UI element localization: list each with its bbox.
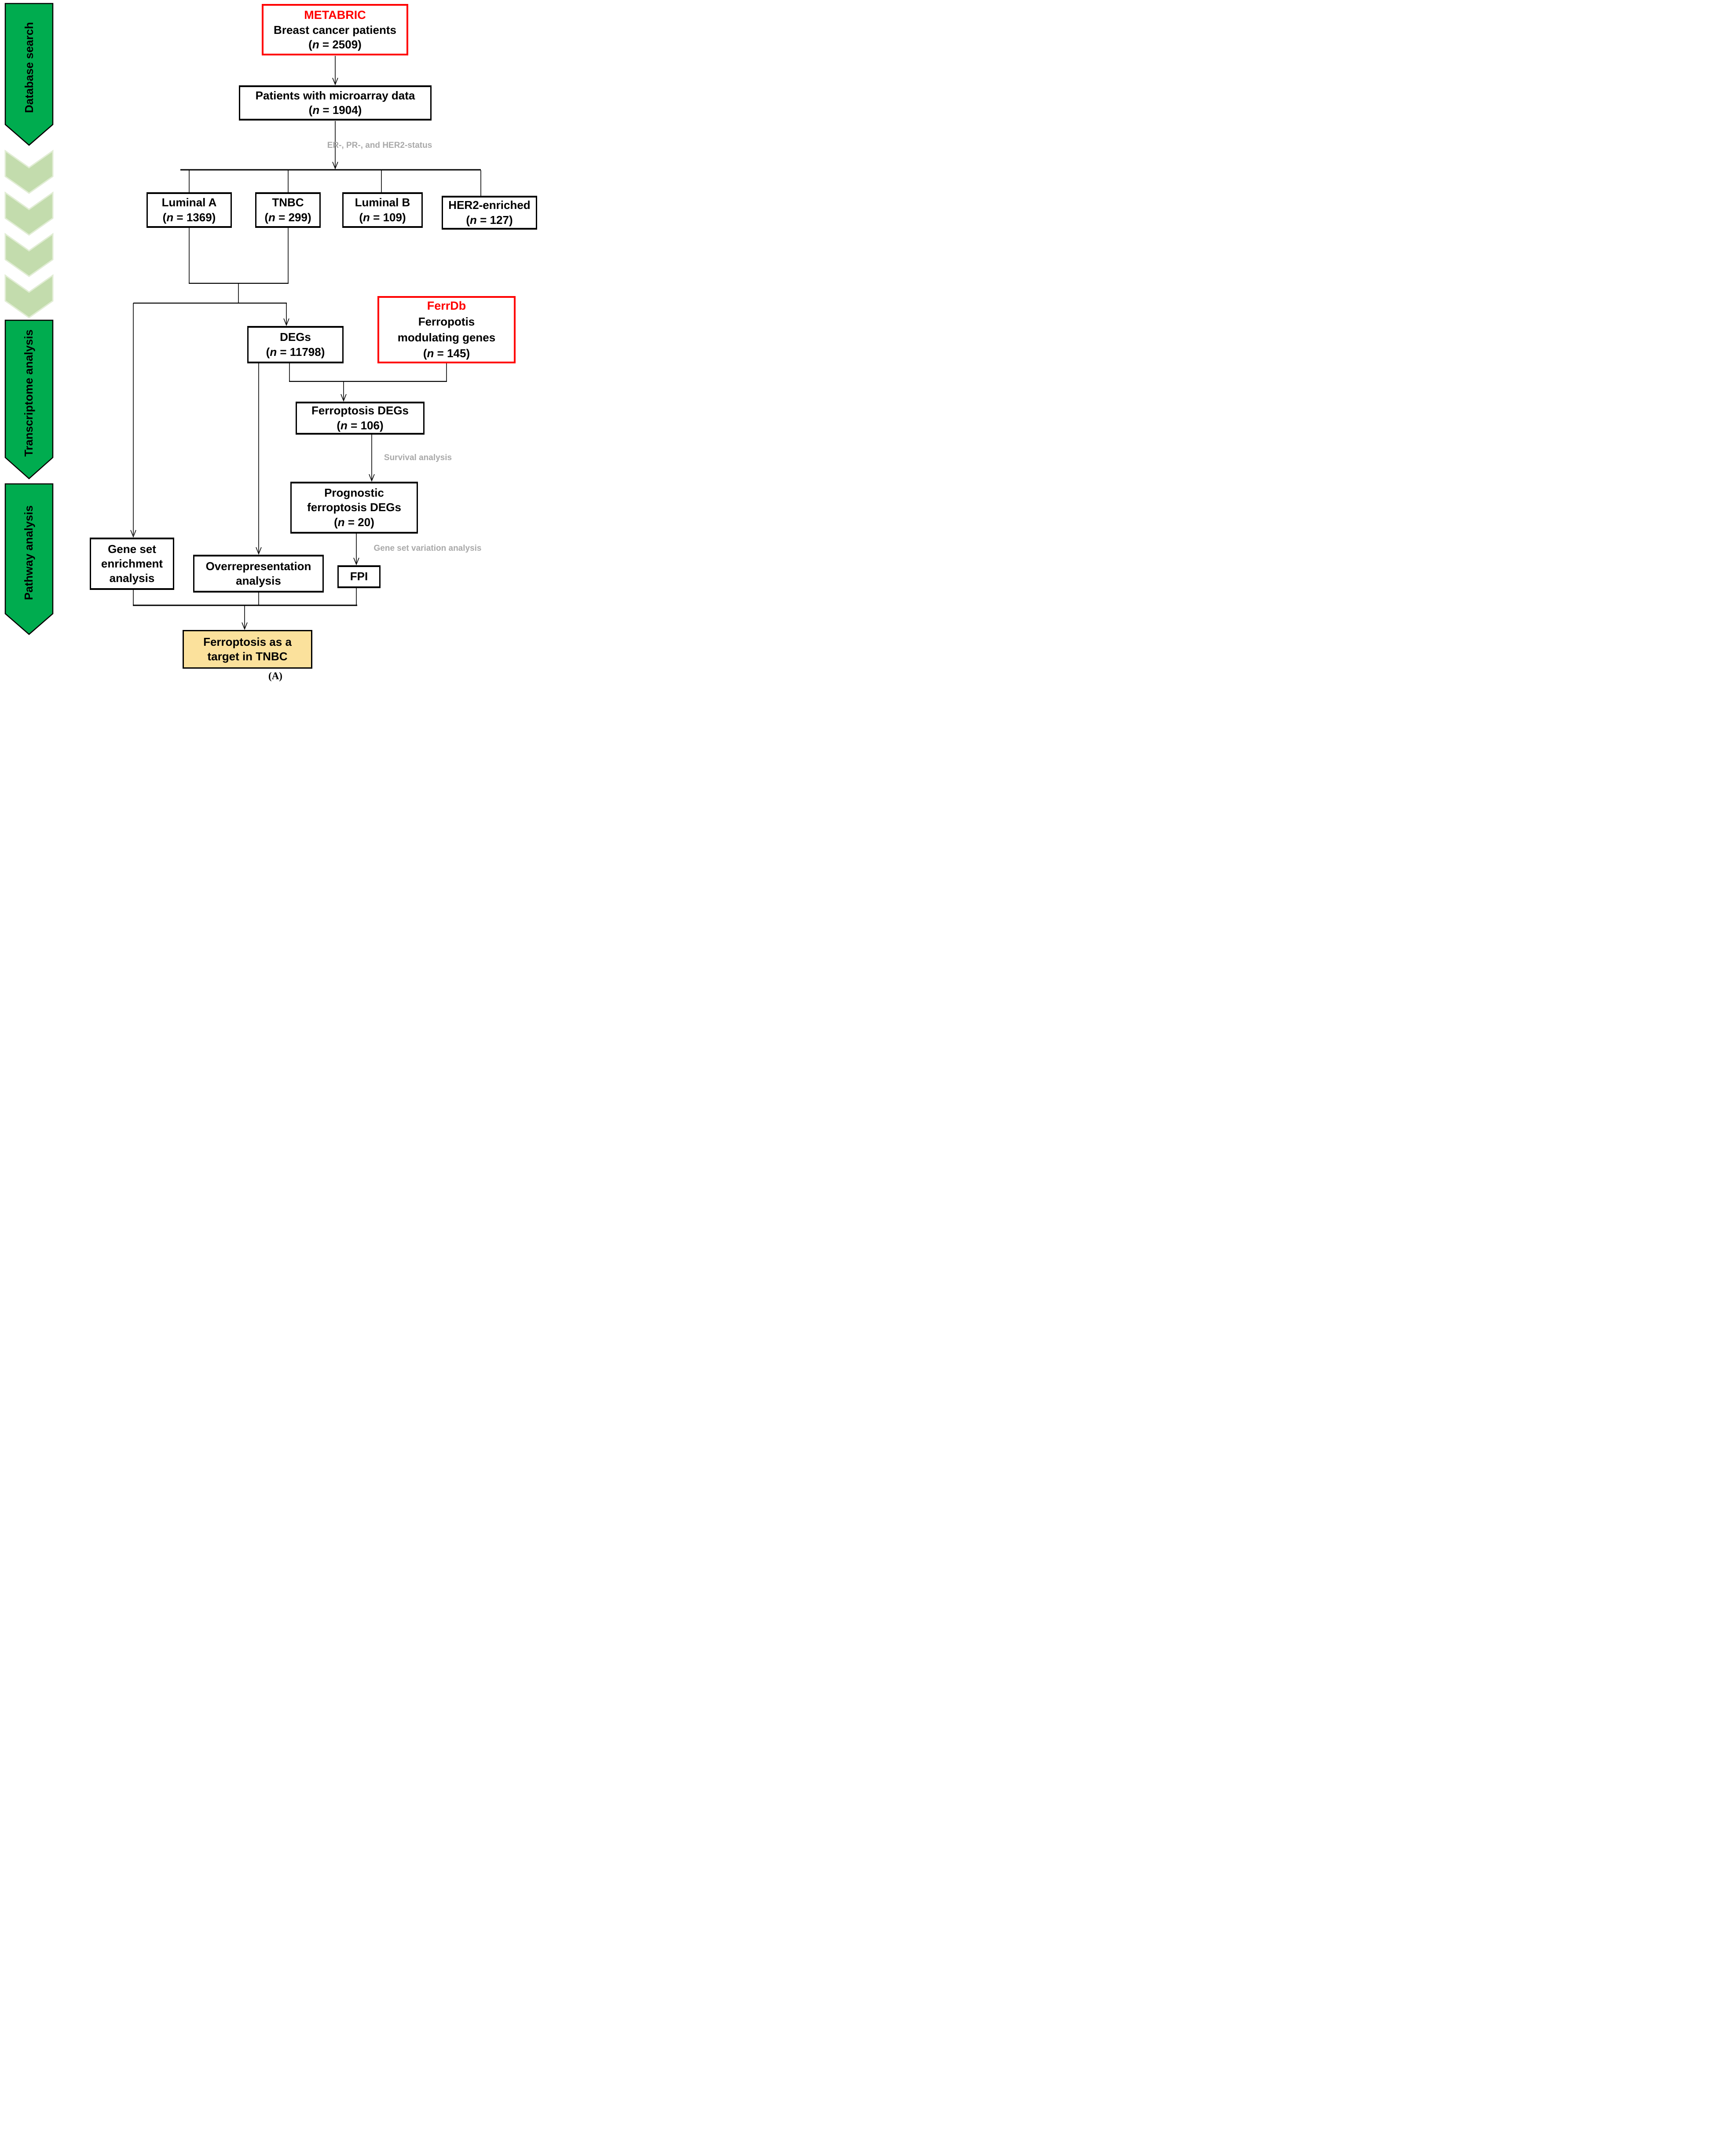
node-luminal-b: Luminal B (n = 109): [342, 192, 423, 228]
node-microarray: Patients with microarray data (n = 1904): [239, 85, 432, 121]
chevron-down-icon: [4, 150, 54, 194]
node-count: (n = 11798): [266, 345, 325, 359]
node-line: HER2-enriched: [448, 198, 531, 212]
node-tnbc: TNBC (n = 299): [255, 192, 321, 228]
stage-banner-database-search: [4, 3, 54, 146]
stage-label-database-search: Database search: [5, 4, 53, 131]
node-ferrdb: FerrDb Ferropotis modulating genes (n = …: [377, 296, 516, 363]
edge-label-er-pr-her2: ER-, PR-, and HER2-status: [327, 141, 432, 150]
node-metabric: METABRIC Breast cancer patients (n = 250…: [262, 4, 408, 55]
node-gsea: Gene set enrichment analysis: [90, 538, 174, 590]
flowchart-canvas: Database search Transcriptome analysis P…: [0, 0, 545, 685]
node-line: analysis: [109, 571, 155, 585]
node-ferroptosis-degs: Ferroptosis DEGs (n = 106): [296, 402, 425, 435]
stage-banner-transcriptome: [4, 319, 54, 480]
node-line: DEGs: [280, 330, 311, 344]
node-count: (n = 20): [334, 515, 374, 529]
chevron-down-icon: [4, 274, 54, 318]
stage-label-text: Transcriptome analysis: [22, 329, 36, 457]
connector-layer: [4, 3, 481, 635]
node-line: Ferropotis: [418, 315, 475, 329]
node-line: Breast cancer patients: [274, 23, 396, 37]
node-count: (n = 127): [466, 213, 513, 227]
stage-label-text: Database search: [22, 22, 36, 113]
node-line: target in TNBC: [207, 650, 288, 663]
node-line: Gene set: [108, 542, 156, 556]
edge-label-gsva: Gene set variation analysis: [373, 544, 482, 553]
node-count: (n = 106): [337, 418, 384, 432]
node-her2-enriched: HER2-enriched (n = 127): [442, 196, 537, 230]
stage-label-text: Pathway analysis: [22, 505, 36, 600]
node-line: Luminal B: [355, 196, 410, 209]
node-degs: DEGs (n = 11798): [247, 326, 344, 363]
node-target-tnbc: Ferroptosis as a target in TNBC: [183, 630, 312, 669]
node-overrepresentation: Overrepresentation analysis: [193, 555, 324, 593]
node-count: (n = 299): [264, 210, 311, 224]
node-line: ferroptosis DEGs: [307, 501, 401, 514]
node-title: FerrDb: [427, 299, 466, 313]
node-count: (n = 1369): [162, 210, 216, 224]
node-count: (n = 2509): [308, 37, 362, 51]
node-line: Patients with microarray data: [255, 88, 415, 102]
chevron-down-icon: [4, 233, 54, 277]
node-count: (n = 1904): [308, 103, 362, 117]
chevron-down-icon: [4, 191, 54, 236]
node-prognostic-degs: Prognostic ferroptosis DEGs (n = 20): [290, 482, 418, 534]
node-line: Ferroptosis DEGs: [311, 404, 409, 417]
node-line: Luminal A: [161, 196, 217, 209]
figure-panel-label: (A): [268, 670, 282, 681]
node-line: enrichment: [101, 556, 163, 570]
node-line: Ferroptosis as a: [203, 635, 292, 648]
stage-label-transcriptome: Transcriptome analysis: [5, 320, 53, 465]
node-fpi: FPI: [337, 565, 381, 588]
edge-label-survival: Survival analysis: [384, 453, 452, 462]
node-line: FPI: [350, 570, 368, 583]
stage-banner-pathway: [4, 483, 54, 635]
node-line: analysis: [236, 574, 281, 587]
node-line: Overrepresentation: [205, 559, 311, 573]
node-luminal-a: Luminal A (n = 1369): [146, 192, 232, 228]
node-title: METABRIC: [304, 8, 366, 22]
node-count: (n = 145): [423, 347, 470, 360]
node-line: modulating genes: [397, 331, 496, 344]
node-line: Prognostic: [324, 486, 384, 500]
stage-label-pathway: Pathway analysis: [5, 484, 53, 621]
node-line: TNBC: [272, 196, 304, 209]
node-count: (n = 109): [359, 210, 406, 224]
